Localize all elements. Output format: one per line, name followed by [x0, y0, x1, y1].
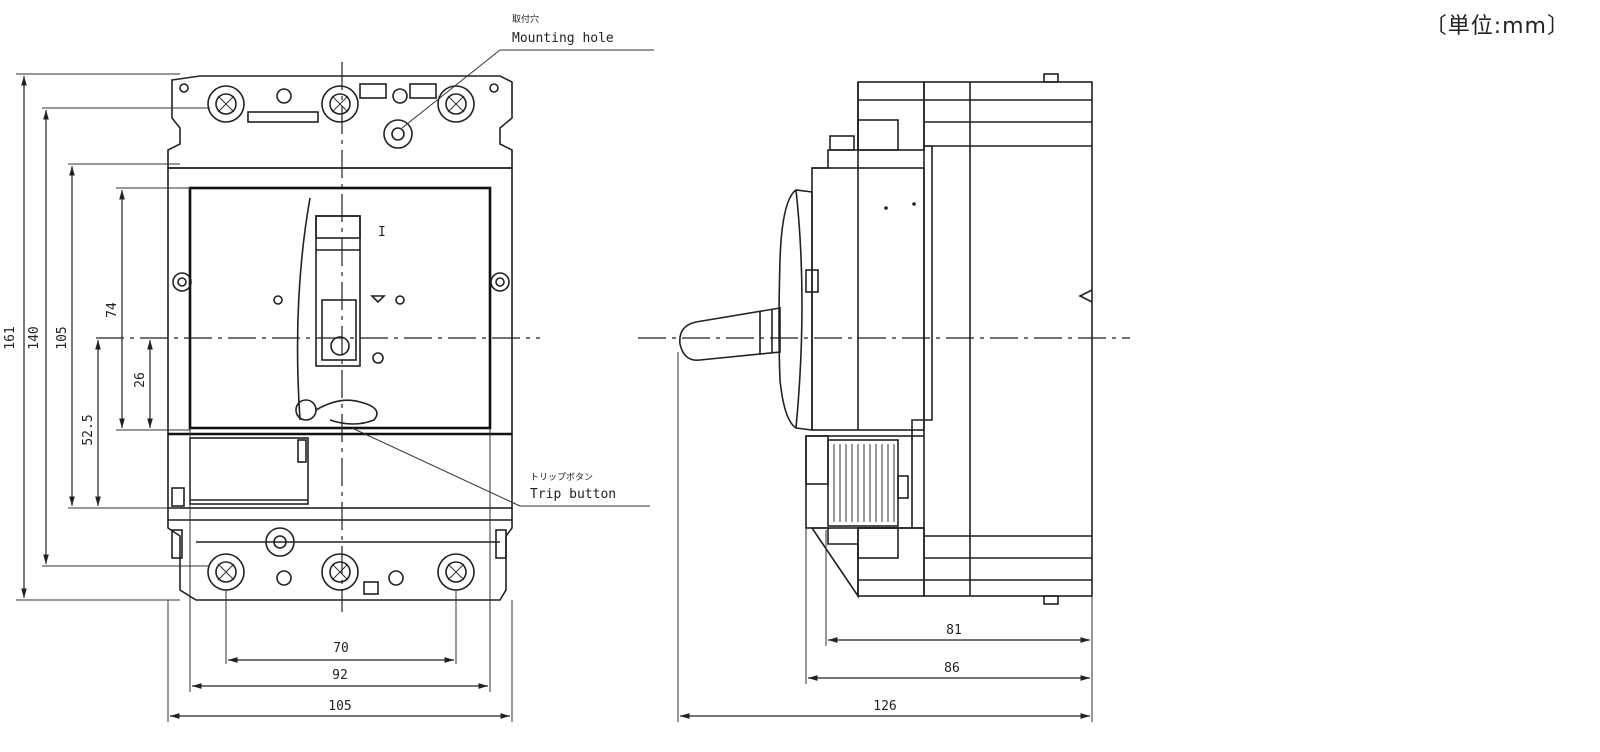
on-mark: I: [378, 225, 386, 240]
bottom-terminal-block: [167, 508, 513, 601]
dim-front-height-cover: 105: [55, 326, 70, 349]
dim-front-width-cover: 92: [332, 668, 348, 683]
top-terminal-screw-right: [437, 85, 475, 123]
dim-front-width-total: 105: [328, 699, 351, 714]
dim-front-height-mount: 140: [27, 326, 42, 349]
mounting-hole-bottom: [265, 527, 295, 557]
mounting-hole-label-en: Mounting hole: [512, 31, 614, 46]
front-view: I: [96, 62, 540, 612]
side-accessory-block: [805, 435, 913, 529]
dim-front-center-to-cover: 52.5: [81, 414, 96, 445]
side-top-terminal: [857, 81, 925, 151]
top-terminal-block: [167, 75, 513, 169]
trip-button-label-en: Trip button: [530, 487, 616, 502]
vent-slots: [833, 444, 895, 522]
dim-front-height-total: 161: [3, 326, 18, 349]
mounting-hole-callout: 取付穴 Mounting hole: [401, 13, 654, 129]
side-middle-outline: [810, 82, 859, 599]
front-horizontal-dimensions: 70 92 105: [167, 428, 513, 722]
dim-front-window-to-center: 26: [133, 372, 148, 388]
side-handle-lever: [679, 307, 781, 361]
side-bottom-terminal: [857, 527, 925, 597]
side-screw-right: [490, 272, 510, 292]
side-view: [638, 73, 1130, 605]
mounting-hole-top: [383, 119, 413, 149]
dim-front-width-pitch: 70: [333, 641, 349, 656]
side-middle-body: [811, 167, 925, 431]
top-terminal-screw-center: [321, 85, 359, 123]
dim-front-height-window: 74: [105, 302, 120, 318]
bottom-terminal-screw-center: [321, 553, 359, 591]
top-terminal-screw-left: [207, 85, 245, 123]
mounting-hole-label-jp: 取付穴: [512, 13, 539, 25]
side-handle-dial: [778, 189, 813, 431]
trip-button: [295, 399, 378, 425]
trip-button-label-jp: トリップボタン: [530, 472, 593, 483]
dim-side-depth-mount: 86: [944, 661, 960, 676]
side-dimensions: 81 86 126: [677, 352, 1093, 722]
front-cover: [188, 186, 492, 430]
side-rear-body: [923, 81, 1093, 597]
bottom-terminal-screw-right: [437, 553, 475, 591]
top-small-hole-right: [392, 88, 408, 104]
unit-label: 〔単位:mm〕: [1424, 14, 1570, 39]
side-screw-left: [172, 272, 192, 292]
cover-curve: [296, 197, 311, 421]
dim-side-depth-body: 81: [946, 623, 962, 638]
front-vertical-dimensions: 161 140 105 74 26 52.5: [3, 73, 210, 601]
dim-side-depth-total: 126: [873, 699, 896, 714]
bottom-terminal-screw-left: [207, 553, 245, 591]
top-small-hole-left: [276, 88, 292, 104]
trip-button-callout: トリップボタン Trip button: [351, 427, 650, 507]
